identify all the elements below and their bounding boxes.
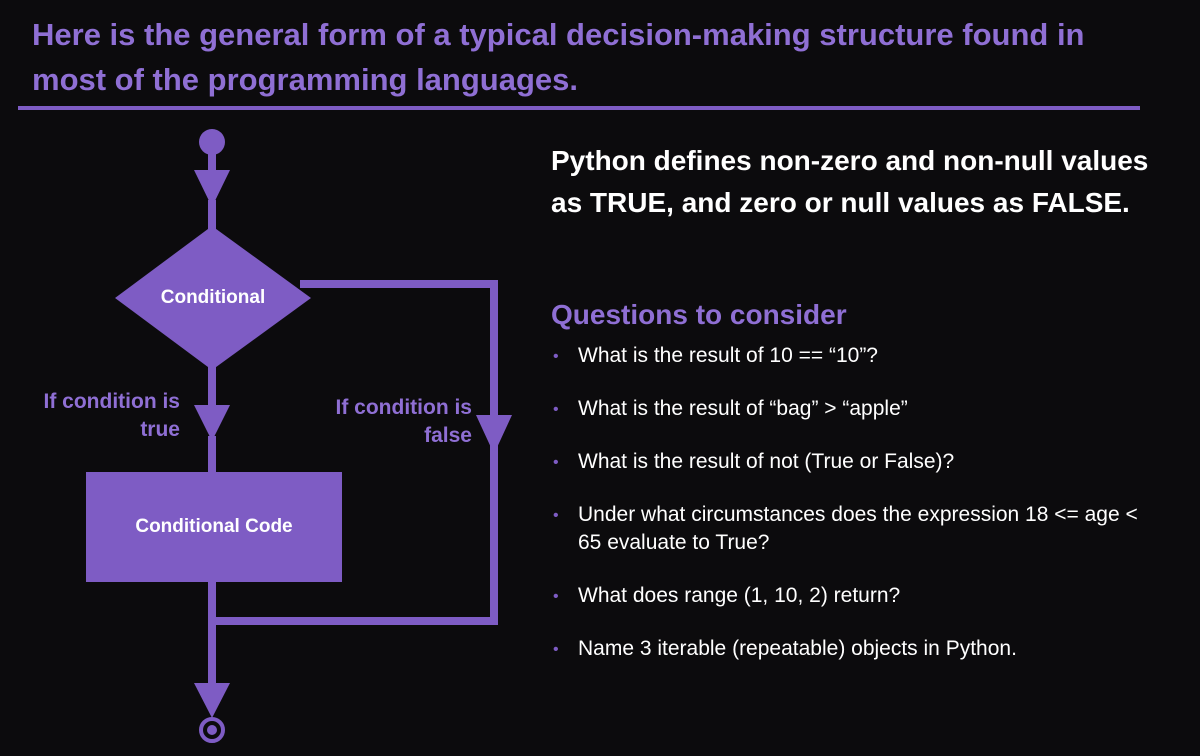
- arrow-down: [476, 415, 512, 454]
- bullet-icon: •: [553, 641, 559, 658]
- start-node: [199, 129, 225, 155]
- question-text: Name 3 iterable (repeatable) objects in …: [578, 637, 1017, 660]
- question-text: What does range (1, 10, 2) return?: [578, 584, 901, 607]
- false-branch-label: If condition is false: [335, 396, 473, 447]
- true-branch-label: If condition is true: [43, 390, 181, 441]
- connector-line: [208, 200, 216, 230]
- process-box: [86, 472, 342, 582]
- connector-line: [208, 436, 216, 474]
- title-divider: [18, 106, 1140, 110]
- question-text: Under what circumstances does the expres…: [578, 503, 1138, 554]
- connector-line: [208, 580, 216, 622]
- slide-title: Here is the general form of a typical de…: [32, 17, 1085, 97]
- arrow-down: [194, 683, 230, 718]
- arrow-down: [194, 405, 230, 441]
- connector-line: [208, 366, 216, 416]
- connector-line: [208, 150, 216, 180]
- end-node-dot: [207, 725, 217, 735]
- arrow-down: [194, 170, 230, 207]
- bullet-icon: •: [553, 454, 559, 471]
- bullet-icon: •: [553, 507, 559, 524]
- questions-heading: Questions to consider: [551, 299, 847, 330]
- process-label: Conditional Code: [135, 516, 293, 537]
- intro-text: Python defines non-zero and non-null val…: [551, 145, 1149, 218]
- end-node-ring: [199, 717, 225, 743]
- question-item: • What is the result of not (True or Fals…: [551, 448, 1151, 476]
- decision-label: Conditional: [160, 287, 266, 308]
- decision-flowchart: [86, 129, 512, 743]
- bullet-icon: •: [553, 348, 559, 365]
- bullet-icon: •: [553, 401, 559, 418]
- question-item: • Under what circumstances does the expre…: [551, 501, 1151, 557]
- question-item: • Name 3 iterable (repeatable) objects in…: [551, 635, 1151, 663]
- decision-diamond: [115, 226, 311, 370]
- connector-line: [208, 618, 216, 688]
- question-text: What is the result of “bag” > “apple”: [578, 397, 908, 420]
- question-item: • What does range (1, 10, 2) return?: [551, 582, 1151, 610]
- question-item: • What is the result of “bag” > “apple”: [551, 395, 1151, 423]
- question-item: • What is the result of 10 == “10”?: [551, 342, 1151, 370]
- bullet-icon: •: [553, 588, 559, 605]
- questions-list: • What is the result of 10 == “10”? • What…: [551, 342, 1151, 688]
- question-text: What is the result of 10 == “10”?: [578, 344, 878, 367]
- question-text: What is the result of not (True or False…: [578, 450, 955, 473]
